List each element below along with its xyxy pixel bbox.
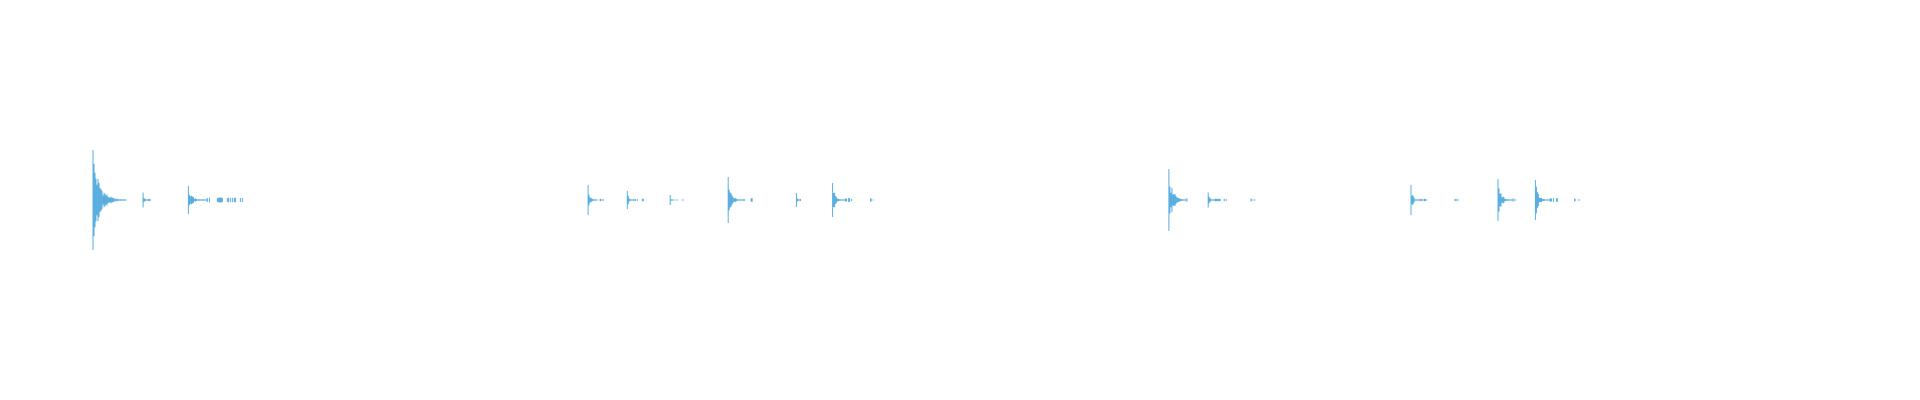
- waveform-burst: [1454, 199, 1459, 201]
- waveform-burst: [1574, 198, 1581, 202]
- waveform-burst: [795, 193, 801, 207]
- waveform-burst: [669, 195, 684, 205]
- waveform-burst: [1410, 185, 1427, 215]
- waveform-burst: [587, 185, 604, 215]
- waveform-burst: [1168, 169, 1188, 231]
- waveform-burst-path: [669, 195, 684, 205]
- waveform-burst: [187, 186, 243, 214]
- waveform-burst-path: [1534, 180, 1558, 220]
- waveform-burst-path: [626, 191, 644, 209]
- waveform-burst-path: [1574, 198, 1581, 202]
- waveform-burst: [92, 150, 127, 250]
- waveform-burst: [1534, 180, 1558, 220]
- waveform-burst-path: [795, 193, 801, 207]
- waveform-burst-path: [727, 177, 753, 223]
- waveform-burst: [1250, 198, 1256, 202]
- waveform-burst: [1207, 192, 1227, 208]
- waveform-burst-path: [142, 192, 151, 208]
- waveform-burst-path: [1410, 185, 1427, 215]
- waveform-burst-path: [92, 150, 127, 250]
- waveform-burst-path: [1454, 199, 1459, 201]
- waveform-burst-path: [1250, 198, 1256, 202]
- waveform-burst: [1497, 179, 1516, 221]
- waveform-burst: [727, 177, 753, 223]
- waveform-burst-path: [1497, 179, 1516, 221]
- waveform-burst: [626, 191, 644, 209]
- waveform-burst-path: [832, 183, 853, 217]
- waveform-burst: [832, 183, 853, 217]
- waveform-burst: [142, 192, 151, 208]
- waveform-burst-path: [870, 198, 875, 202]
- waveform-burst-path: [1168, 169, 1188, 231]
- waveform-burst: [870, 198, 875, 202]
- waveform-burst-path: [1207, 192, 1227, 208]
- waveform-burst-path: [187, 186, 243, 214]
- waveform-burst-path: [587, 185, 604, 215]
